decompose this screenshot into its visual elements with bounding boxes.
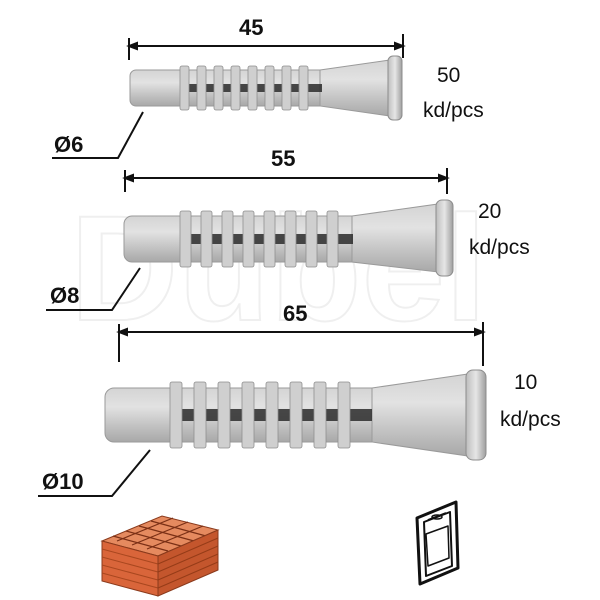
anchor-body (123, 199, 454, 277)
quantity-count: 20 (478, 200, 501, 223)
diameter-leader-line (38, 449, 151, 497)
brick-block-icon (100, 515, 220, 597)
diameter-leader-line (52, 111, 144, 159)
length-dimension-line (116, 322, 486, 366)
quantity-unit: kd/pcs (423, 99, 484, 122)
blister-pack-icon (415, 500, 460, 586)
length-label: 45 (239, 15, 263, 40)
quantity-unit: kd/pcs (469, 236, 530, 259)
quantity-count: 50 (437, 64, 460, 87)
quantity-unit: kd/pcs (500, 408, 561, 431)
diameter-label: Ø10 (42, 469, 84, 494)
quantity-count: 10 (514, 371, 537, 394)
diameter-label: Ø6 (54, 132, 83, 157)
length-label: 65 (283, 301, 307, 326)
anchor-2: 55 Ø8 20 kd/pcs (46, 146, 530, 311)
anchor-1: 45 Ø6 50 kd/pcs (52, 15, 484, 159)
anchor-3: 65 Ø10 10 kd/pcs (38, 301, 561, 497)
anchor-body (129, 55, 403, 121)
length-dimension-line (126, 34, 406, 60)
length-dimension-line (122, 168, 450, 194)
diameter-leader-line (46, 267, 141, 311)
anchor-body (104, 369, 487, 461)
length-label: 55 (271, 146, 295, 171)
diameter-label: Ø8 (50, 283, 79, 308)
